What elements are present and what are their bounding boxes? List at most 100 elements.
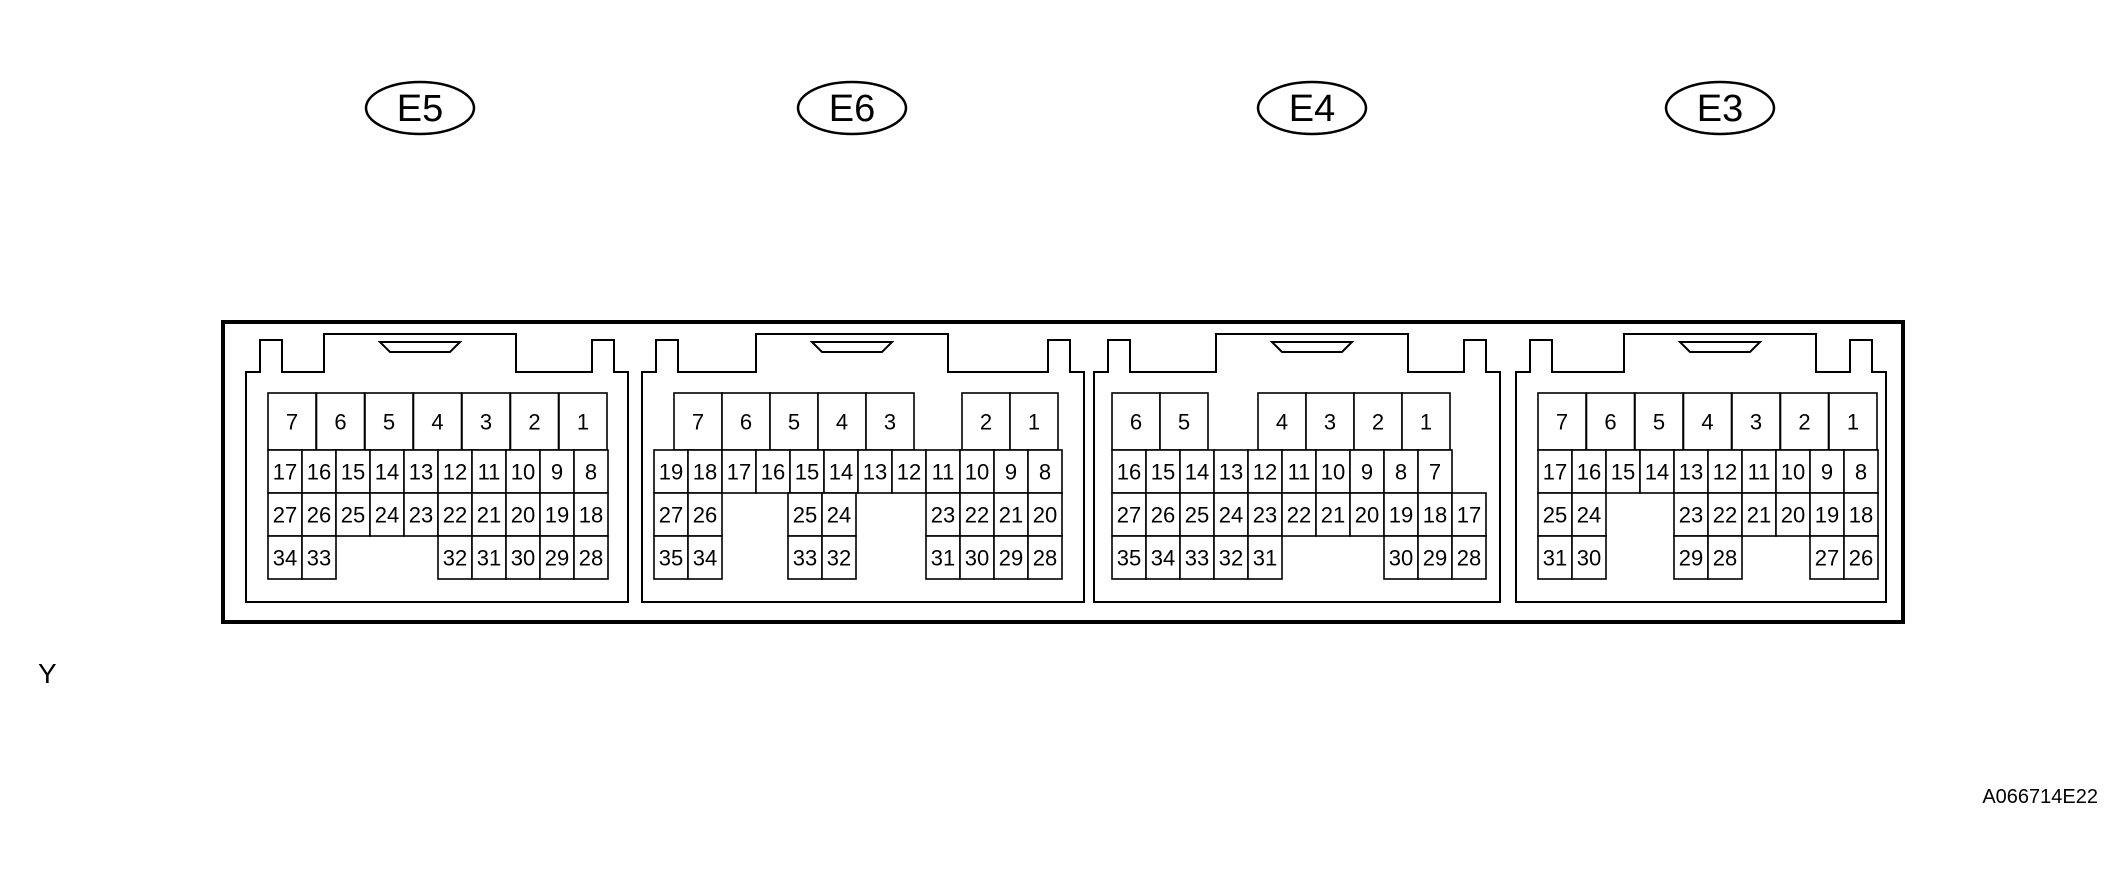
- pin-number: 24: [827, 503, 851, 528]
- ecu-housing: [221, 320, 1905, 624]
- pin-number: 26: [693, 503, 717, 528]
- pin-number: 15: [1611, 460, 1635, 485]
- pin-number: 26: [307, 503, 331, 528]
- pin-number: 6: [740, 410, 752, 435]
- pin-number: 16: [307, 460, 331, 485]
- pin-number: 34: [273, 546, 297, 571]
- pin-number: 6: [334, 410, 346, 435]
- pin-e3-31: 31: [1537, 535, 1573, 580]
- pin-number: 18: [579, 503, 603, 528]
- pin-number: 23: [931, 503, 955, 528]
- pin-number: 11: [932, 460, 955, 485]
- pin-e5-7: 7: [267, 392, 317, 451]
- pin-number: 10: [1781, 460, 1805, 485]
- pin-e6-32: 32: [821, 535, 857, 580]
- pin-e3-3: 3: [1731, 392, 1781, 451]
- pin-number: 35: [1117, 546, 1141, 571]
- pin-number: 30: [1577, 546, 1601, 571]
- pin-e3-9: 9: [1809, 449, 1845, 494]
- pin-e6-12: 12: [891, 449, 927, 494]
- pin-e4-30: 30: [1383, 535, 1419, 580]
- connector-housing-e4: [1093, 333, 1501, 603]
- pin-e5-2: 2: [509, 392, 560, 451]
- pin-number: 33: [1185, 546, 1209, 571]
- pin-e5-21: 21: [471, 492, 507, 537]
- pin-number: 29: [1679, 546, 1703, 571]
- pin-number: 27: [659, 503, 683, 528]
- pin-number: 30: [1389, 546, 1413, 571]
- pin-number: 16: [761, 460, 785, 485]
- pin-e6-20: 20: [1027, 492, 1063, 537]
- pin-e5-12: 12: [437, 449, 473, 494]
- pin-e4-13: 13: [1213, 449, 1249, 494]
- pin-number: 24: [1577, 503, 1601, 528]
- pin-number: 20: [1355, 503, 1379, 528]
- pin-e5-22: 22: [437, 492, 473, 537]
- pin-number: 7: [692, 410, 704, 435]
- pin-e5-11: 11: [471, 449, 507, 494]
- pin-number: 31: [1253, 546, 1277, 571]
- pin-number: 32: [827, 546, 851, 571]
- pin-e4-9: 9: [1349, 449, 1385, 494]
- pin-number: 9: [551, 460, 563, 485]
- pin-e6-6: 6: [721, 392, 771, 451]
- pin-number: 2: [980, 410, 992, 435]
- pin-number: 32: [1219, 546, 1243, 571]
- pin-e4-35: 35: [1111, 535, 1147, 580]
- pin-number: 17: [1543, 460, 1567, 485]
- pin-e5-25: 25: [335, 492, 371, 537]
- pin-number: 20: [1781, 503, 1805, 528]
- pin-number: 12: [443, 460, 467, 485]
- pin-e4-33: 33: [1179, 535, 1215, 580]
- pin-number: 14: [829, 460, 853, 485]
- pin-e4-32: 32: [1213, 535, 1249, 580]
- pin-e5-9: 9: [539, 449, 575, 494]
- pin-e4-7: 7: [1417, 449, 1453, 494]
- pin-e4-11: 11: [1281, 449, 1317, 494]
- pin-number: 13: [1219, 460, 1243, 485]
- pin-number: 25: [1543, 503, 1567, 528]
- pin-number: 19: [1389, 503, 1413, 528]
- pin-number: 30: [965, 546, 989, 571]
- pin-number: 21: [1747, 503, 1771, 528]
- pin-number: 14: [375, 460, 399, 485]
- pin-e6-19: 19: [653, 449, 689, 494]
- pin-number: 13: [409, 460, 433, 485]
- pin-e5-27: 27: [267, 492, 303, 537]
- pin-e6-5: 5: [769, 392, 819, 451]
- connector-label-text: E4: [1289, 88, 1335, 130]
- pin-e3-28: 28: [1707, 535, 1743, 580]
- pin-number: 22: [1713, 503, 1737, 528]
- pin-number: 29: [999, 546, 1023, 571]
- pin-number: 1: [1420, 410, 1432, 435]
- pin-number: 5: [383, 410, 395, 435]
- pin-number: 7: [286, 410, 298, 435]
- pin-e5-30: 30: [505, 535, 541, 580]
- pin-e6-15: 15: [789, 449, 825, 494]
- pin-number: 29: [545, 546, 569, 571]
- pin-e4-26: 26: [1145, 492, 1181, 537]
- pin-number: 21: [1321, 503, 1345, 528]
- connector-label-e5: E5: [364, 80, 476, 136]
- pin-number: 4: [1276, 410, 1288, 435]
- pin-number: 31: [477, 546, 501, 571]
- pin-e5-14: 14: [369, 449, 405, 494]
- pin-e5-33: 33: [301, 535, 337, 580]
- pin-e4-24: 24: [1213, 492, 1249, 537]
- pin-e4-1: 1: [1401, 392, 1451, 451]
- pin-e4-5: 5: [1159, 392, 1209, 451]
- pin-e6-7: 7: [673, 392, 723, 451]
- pin-e6-1: 1: [1009, 392, 1059, 451]
- pin-number: 35: [659, 546, 683, 571]
- pin-number: 18: [1423, 503, 1447, 528]
- pin-number: 22: [443, 503, 467, 528]
- pin-number: 34: [693, 546, 717, 571]
- connector-label-e3: E3: [1664, 80, 1776, 136]
- pin-number: 33: [793, 546, 817, 571]
- pin-e5-3: 3: [461, 392, 511, 451]
- pin-e3-23: 23: [1673, 492, 1709, 537]
- pin-e6-18: 18: [687, 449, 723, 494]
- pin-e3-4: 4: [1682, 392, 1733, 451]
- pin-e4-34: 34: [1145, 535, 1181, 580]
- pin-e6-9: 9: [993, 449, 1029, 494]
